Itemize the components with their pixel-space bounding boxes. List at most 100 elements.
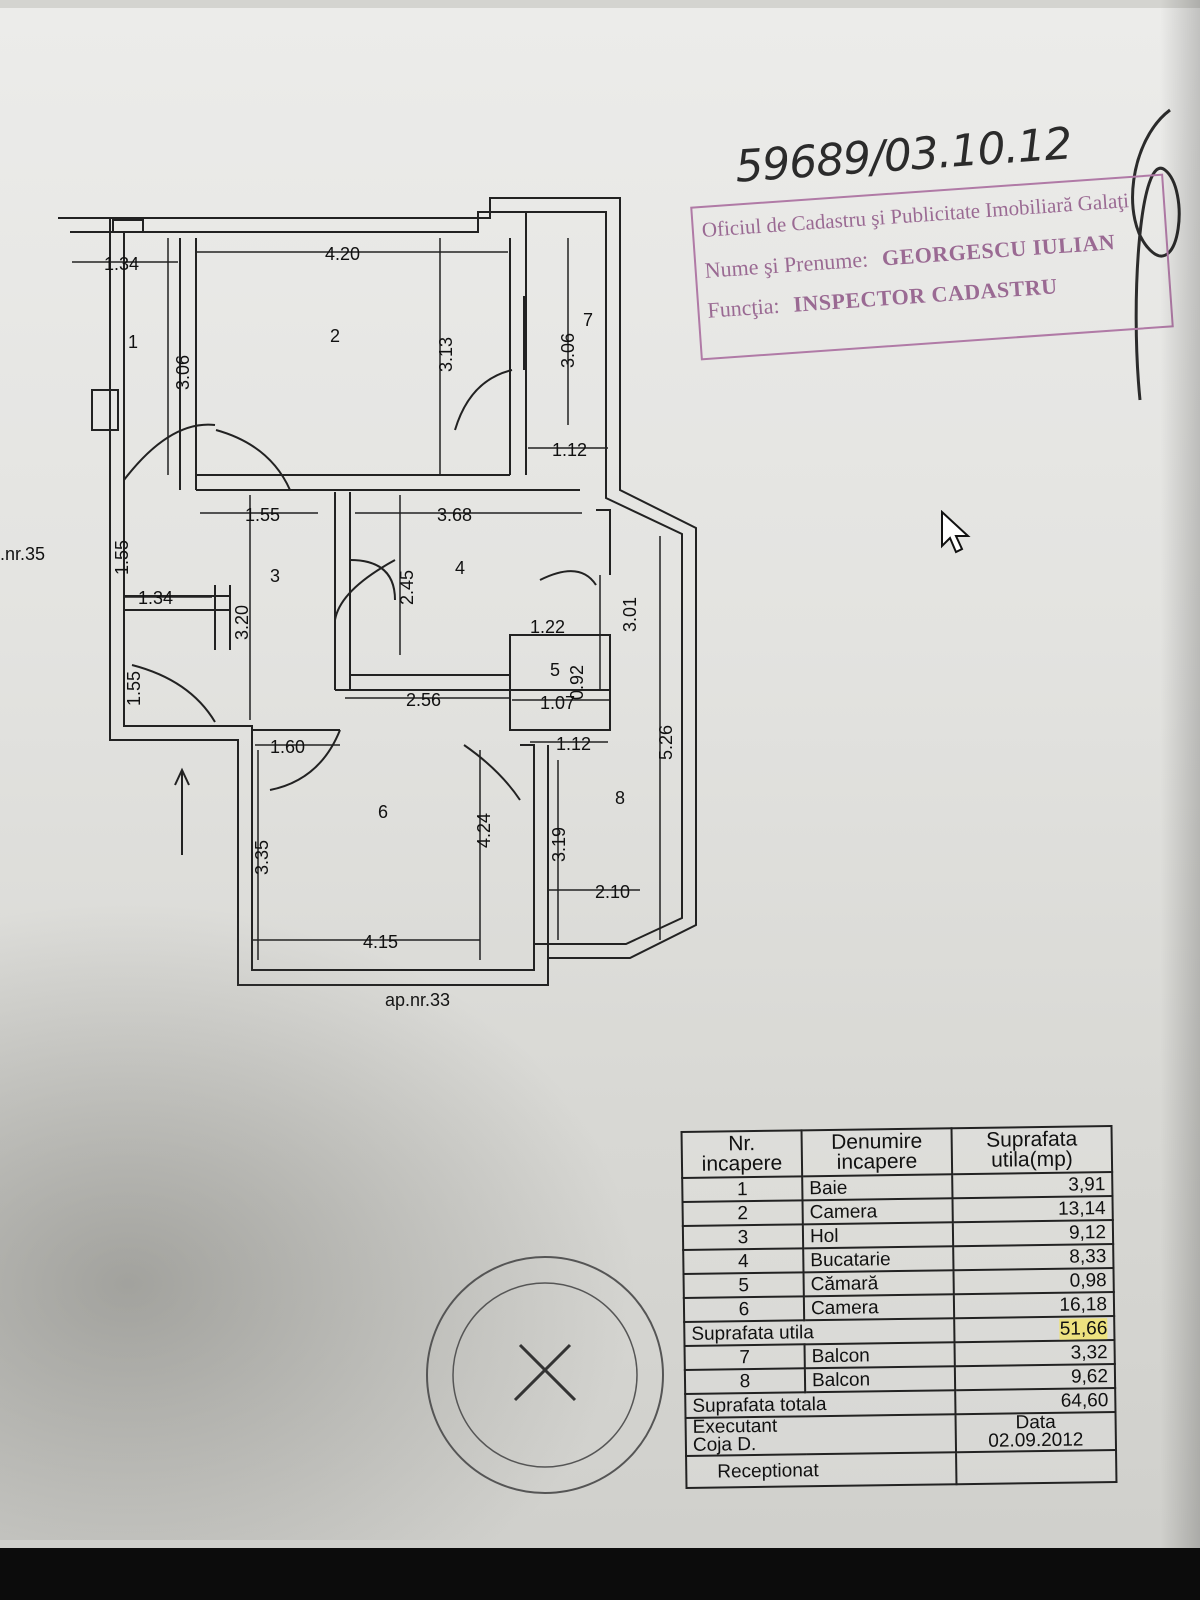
- dimension-label: 1.55: [124, 671, 144, 706]
- door-swing: [215, 429, 291, 491]
- authorization-seal: [426, 1256, 664, 1494]
- neighbor-bottom-label: ap.nr.33: [385, 990, 450, 1010]
- column-header: Denumire incapere: [801, 1128, 953, 1177]
- floor-plan: .nr.35 ap.nr.33 1 2 3 4 5 6 7 8 1.34 4.2…: [0, 197, 697, 1010]
- room-name: Cămară: [803, 1270, 954, 1297]
- room-name: Bucatarie: [803, 1246, 954, 1273]
- dimension-label: 1.12: [556, 734, 591, 754]
- dimension-label: 4.20: [325, 244, 360, 264]
- partition-wall: [179, 212, 580, 491]
- useful-area-value: 51,66: [1059, 1317, 1108, 1340]
- bathtub: [91, 389, 119, 431]
- room-name: Balcon: [804, 1366, 956, 1393]
- stamp-function-row: Funcţia: INSPECTOR CADASTRU: [707, 273, 1059, 323]
- room-area: 16,18: [953, 1291, 1115, 1319]
- room-name: Balcon: [804, 1342, 955, 1369]
- dimension-label: 2.10: [595, 882, 630, 902]
- partition-wall: [334, 492, 610, 691]
- total-area-value: 64,60: [955, 1387, 1116, 1415]
- room-number: 2: [330, 326, 340, 346]
- room-area: 8,33: [953, 1244, 1114, 1271]
- partition-wall: [124, 585, 231, 650]
- stamp-function-label: Funcţia:: [706, 292, 781, 323]
- room-area: 9,12: [952, 1220, 1114, 1247]
- room-area: 0,98: [953, 1268, 1114, 1295]
- screen-top-strip: [0, 0, 1200, 8]
- room-nr: 8: [684, 1368, 806, 1394]
- room-number: 5: [550, 660, 560, 680]
- neighbor-left-label: .nr.35: [0, 544, 45, 564]
- room-area: 3,91: [952, 1172, 1113, 1199]
- dimension-label: 4.15: [363, 932, 398, 952]
- dimension-label: 3.20: [232, 605, 252, 640]
- room-nr: 3: [682, 1224, 804, 1251]
- dimension-label: 1.34: [104, 254, 139, 274]
- stamp-name-label: Nume şi Prenume:: [703, 246, 869, 283]
- room-number: 4: [455, 558, 465, 578]
- dimension-label: 3.01: [620, 597, 640, 632]
- room-nr: 2: [682, 1200, 803, 1227]
- screen-edge-shadow: [1160, 0, 1200, 1548]
- dimension-label: 1.34: [138, 588, 173, 608]
- door-swing: [123, 423, 216, 481]
- handwritten-signature-icon: [1131, 108, 1181, 401]
- dimension-label: 1.60: [270, 737, 305, 757]
- room-area: 3,32: [954, 1339, 1115, 1367]
- door-swing: [269, 729, 341, 791]
- column-header: Suprafata utila(mp): [951, 1126, 1113, 1175]
- door-swing: [334, 559, 396, 621]
- dimension-label: 1.55: [245, 505, 280, 525]
- room-nr: 1: [682, 1176, 803, 1203]
- room-areas-table: Nr. incapere Denumire incapere Suprafata…: [680, 1125, 1118, 1489]
- dimension-label: 3.19: [549, 827, 569, 862]
- partition-wall: [509, 634, 611, 731]
- dimension-label: 3.13: [436, 337, 456, 372]
- stamp-function-value: INSPECTOR CADASTRU: [792, 273, 1059, 317]
- stamp-name-value: GEORGESCU IULIAN: [881, 229, 1116, 271]
- room-number: 3: [270, 566, 280, 586]
- dimension-label: 1.55: [112, 540, 132, 575]
- door-swing: [131, 664, 216, 723]
- dimension-label: 2.45: [397, 570, 417, 605]
- door-swing: [454, 369, 513, 431]
- room-number: 8: [615, 788, 625, 808]
- received-row: Receptionat: [686, 1449, 1117, 1488]
- room-area: 13,14: [952, 1196, 1113, 1223]
- date-value: 02.09.2012: [988, 1429, 1084, 1452]
- room-nr: 7: [684, 1344, 805, 1370]
- inner-wall: [70, 211, 683, 971]
- dimension-label: 5.26: [656, 725, 676, 760]
- room-name: Camera: [803, 1294, 955, 1321]
- monitor-bezel: [0, 1548, 1200, 1600]
- room-number: 6: [378, 802, 388, 822]
- north-arrow: [174, 767, 190, 855]
- dimension-label: 1.12: [552, 440, 587, 460]
- table-header-row: Nr. incapere Denumire incapere Suprafata…: [681, 1126, 1113, 1179]
- room-name: Baie: [802, 1174, 953, 1201]
- mouse-pointer-icon: [941, 510, 971, 554]
- dimension-label: 0.92: [567, 665, 587, 700]
- room-nr: 5: [683, 1272, 804, 1299]
- room-name: Hol: [802, 1222, 954, 1249]
- column-header: Nr. incapere: [681, 1130, 803, 1179]
- received-label: Receptionat: [686, 1452, 957, 1488]
- door-swing: [539, 570, 597, 586]
- room-number: 1: [128, 332, 138, 352]
- room-number: 7: [583, 310, 593, 330]
- dimension-label: 3.68: [437, 505, 472, 525]
- room-area: 9,62: [954, 1363, 1116, 1391]
- dimension-label: 4.24: [474, 813, 494, 848]
- door-swing: [463, 744, 521, 801]
- dimension-label: 2.56: [406, 690, 441, 710]
- dimension-label: 3.06: [173, 355, 193, 390]
- partition-wall: [252, 729, 549, 958]
- dimension-label: 3.06: [558, 333, 578, 368]
- cadastre-office-stamp: Oficiul de Cadastru şi Publicitate Imobi…: [690, 173, 1174, 361]
- dimension-label: 3.35: [252, 840, 272, 875]
- executant-name: Coja D.: [692, 1434, 757, 1456]
- dimension-label: 1.07: [540, 693, 575, 713]
- room-nr: 4: [683, 1248, 804, 1275]
- room-nr: 6: [683, 1296, 805, 1323]
- window: [112, 219, 144, 233]
